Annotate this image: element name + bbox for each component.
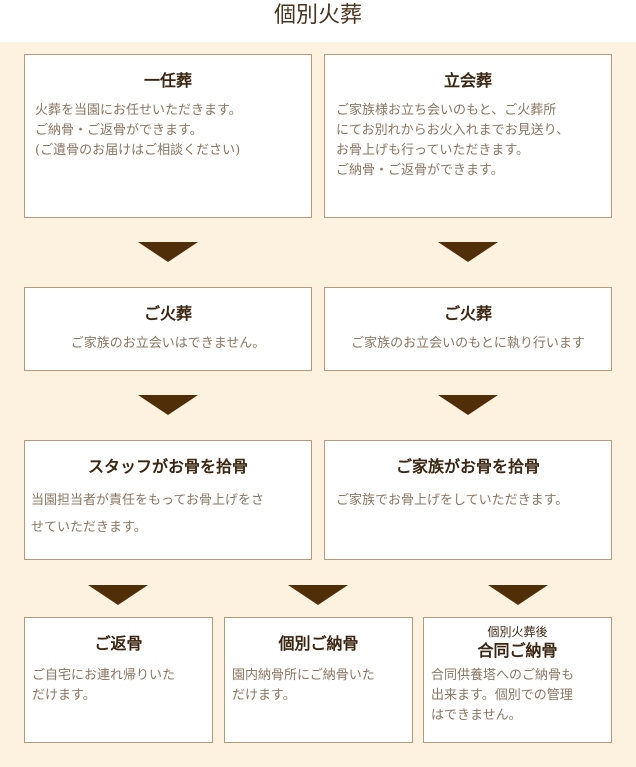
step-description: ご家族のお立会いはできません。	[70, 336, 266, 351]
step-box-shukotsu-family: ご家族がお骨を拾骨 ご家族でお骨上げをしていただきます。	[324, 440, 612, 560]
page-title: 個別火葬	[0, 0, 636, 42]
step-box-henkotsu: ご返骨 ご自宅にお連れ帰りいた だけます。	[24, 617, 213, 743]
step-description: 合同供養塔へのご納骨も 出来ます。個別での管理 はできません。	[431, 668, 575, 723]
step-title: ご返骨	[94, 634, 143, 653]
down-arrow-icon	[88, 585, 148, 605]
down-arrow-icon	[138, 242, 198, 262]
step-title: 個別ご納骨	[278, 634, 359, 653]
step-description: 火葬を当園にお任せいただきます。 ご納骨・ご返骨ができます。 (ご遺骨のお届けは…	[35, 103, 242, 158]
step-title: ご火葬	[143, 304, 192, 323]
down-arrow-icon	[288, 585, 348, 605]
down-arrow-icon	[488, 585, 548, 605]
step-description: 当園担当者が責任をもってお骨上げをさ せていただきます。	[31, 493, 264, 535]
step-box-tachiai: 立会葬 ご家族様お立ち会いのもと、ご火葬所 にてお別れからお火入れまでお見送り、…	[324, 54, 612, 218]
step-title: 立会葬	[443, 71, 492, 90]
step-subtitle: 個別火葬後	[487, 625, 548, 639]
step-box-kobetsu-nokotsu: 個別ご納骨 園内納骨所にご納骨いた だけます。	[224, 617, 413, 743]
step-title: 一任葬	[143, 71, 192, 90]
step-box-shukotsu-staff: スタッフがお骨を拾骨 当園担当者が責任をもってお骨上げをさ せていただきます。	[24, 440, 312, 560]
step-title: ご家族がお骨を拾骨	[395, 457, 540, 476]
step-box-kaso-right: ご火葬 ご家族のお立会いのもとに執り行います	[324, 287, 612, 371]
step-description: ご家族でお骨上げをしていただきます。	[336, 493, 569, 508]
step-box-ninin: 一任葬 火葬を当園にお任せいただきます。 ご納骨・ご返骨ができます。 (ご遺骨の…	[24, 54, 312, 218]
down-arrow-icon	[138, 395, 198, 415]
step-description: ご家族様お立ち会いのもと、ご火葬所 にてお別れからお火入れまでお見送り、 お骨上…	[336, 103, 570, 178]
step-box-godo-nokotsu: 個別火葬後 合同ご納骨 合同供養塔へのご納骨も 出来ます。個別での管理 はできま…	[423, 617, 612, 743]
down-arrow-icon	[438, 242, 498, 262]
down-arrow-icon	[438, 395, 498, 415]
step-description: ご家族のお立会いのもとに執り行います	[351, 336, 585, 351]
step-description: ご自宅にお連れ帰りいた だけます。	[32, 668, 176, 703]
step-title: ご火葬	[443, 304, 492, 323]
step-box-kaso-left: ご火葬 ご家族のお立会いはできません。	[24, 287, 312, 371]
step-description: 園内納骨所にご納骨いた だけます。	[232, 668, 375, 703]
step-title: 合同ご納骨	[477, 641, 558, 660]
step-title: スタッフがお骨を拾骨	[87, 457, 248, 476]
